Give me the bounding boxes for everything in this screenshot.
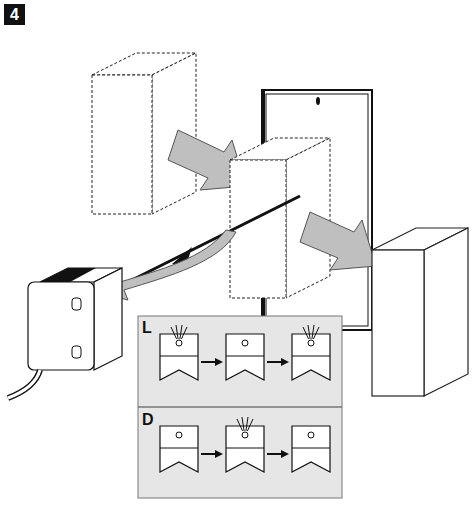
indicator-icon xyxy=(160,426,198,472)
move-arrow xyxy=(300,212,376,270)
led-ray xyxy=(308,325,310,339)
mode-label: D xyxy=(142,412,154,428)
icon-line xyxy=(160,448,198,449)
led xyxy=(176,432,182,438)
indicator-icon xyxy=(292,334,330,380)
led-ray xyxy=(303,327,309,339)
step-badge xyxy=(4,4,25,25)
icon-line xyxy=(160,356,198,357)
led-ray xyxy=(242,417,244,431)
indicator-icon xyxy=(226,426,264,472)
icon-line xyxy=(226,356,264,357)
icon-line xyxy=(226,448,264,449)
led-ray xyxy=(312,325,314,339)
sequence-arrowhead xyxy=(215,450,223,458)
panel-divider xyxy=(138,406,342,408)
led-ray xyxy=(237,419,243,431)
icon-line xyxy=(292,356,330,357)
led xyxy=(176,340,182,346)
mode-label: L xyxy=(142,320,152,336)
indicator-icon xyxy=(292,426,330,472)
led xyxy=(242,340,248,346)
sequence-arrowhead xyxy=(215,358,223,366)
indicator-icon xyxy=(226,334,264,380)
step-number: 4 xyxy=(10,7,19,23)
led-ray xyxy=(313,327,319,339)
sequence-arrow xyxy=(201,453,217,455)
led-ray xyxy=(180,325,182,339)
led xyxy=(242,432,248,438)
led-ray xyxy=(246,417,248,431)
led-ray xyxy=(176,325,178,339)
photoelectric-sensor xyxy=(8,268,122,398)
indicator-panel xyxy=(138,316,342,498)
box-next xyxy=(372,228,468,396)
led xyxy=(308,432,314,438)
led xyxy=(308,340,314,346)
icon-line xyxy=(292,448,330,449)
sequence-arrowhead xyxy=(281,450,289,458)
sequence-arrow xyxy=(267,361,283,363)
sequence-arrowhead xyxy=(281,358,289,366)
led-ray xyxy=(181,327,187,339)
led-ray xyxy=(247,419,253,431)
sequence-arrow xyxy=(267,453,283,455)
sequence-arrow xyxy=(201,361,217,363)
led-ray xyxy=(171,327,177,339)
indicator-icon xyxy=(160,334,198,380)
